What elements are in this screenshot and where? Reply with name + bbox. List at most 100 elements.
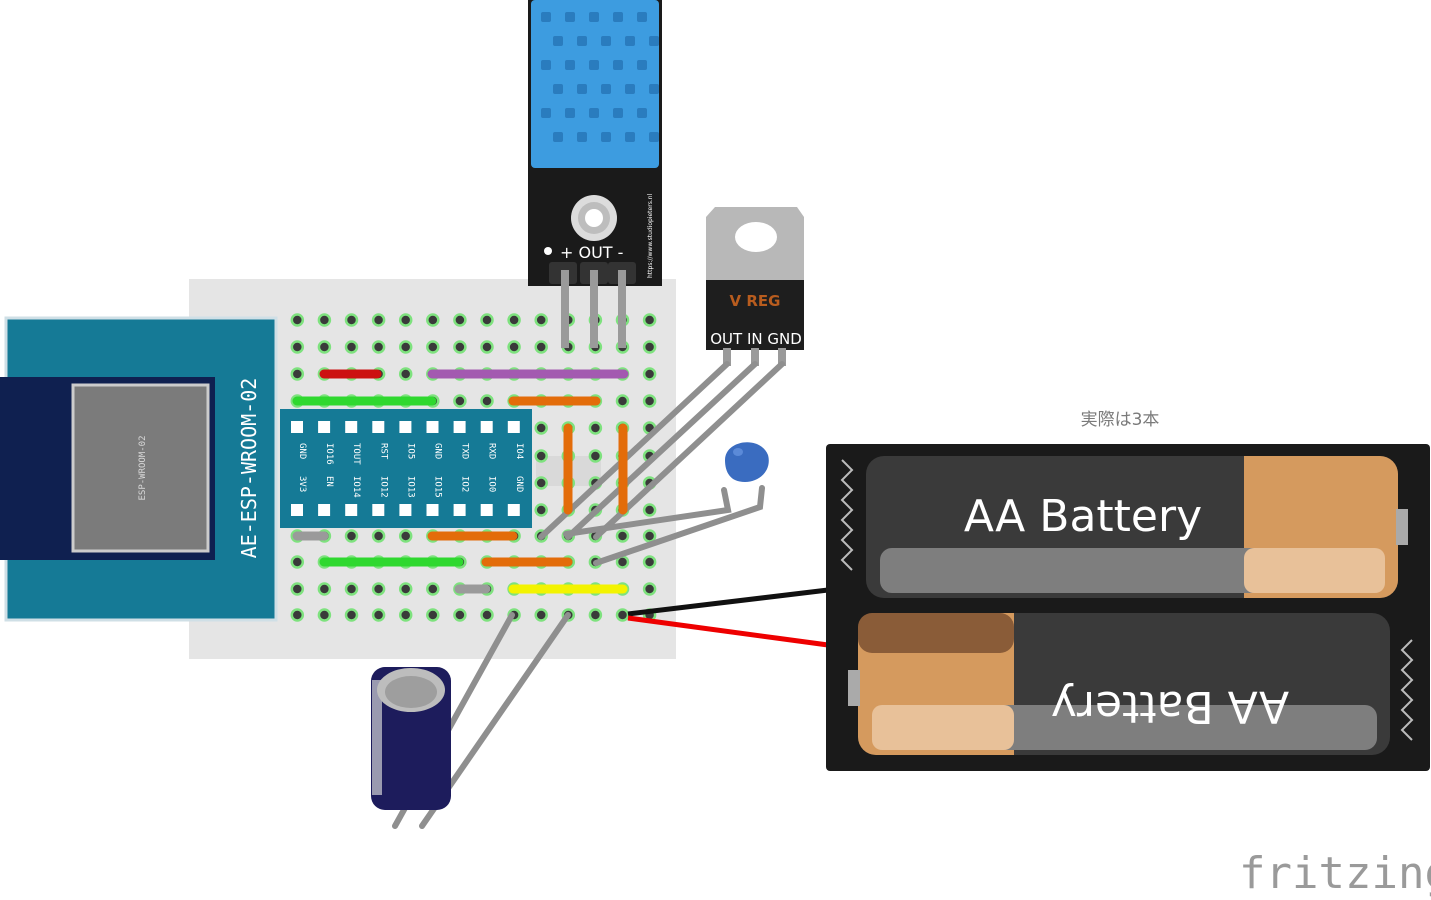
ceramic-leg-wire (563, 487, 732, 537)
voltage-regulator: V REG OUT IN GND (706, 207, 804, 366)
dht-grille-slot (625, 132, 635, 142)
breadboard-hole (290, 555, 305, 569)
breadboard-hole (642, 503, 657, 517)
vreg-leg (778, 348, 786, 366)
dht-mount-hole-center (585, 209, 603, 227)
breadboard-hole (453, 340, 467, 354)
esp-pin-pad (399, 504, 412, 516)
vreg-leg (751, 348, 759, 366)
breadboard-hole (398, 529, 413, 543)
breadboard-hole (642, 529, 657, 543)
breadboard-hole (615, 608, 630, 622)
dht-grille-slot (553, 36, 563, 46)
dht-leg (561, 270, 569, 348)
breadboard-hole (534, 608, 548, 622)
breadboard-hole (642, 367, 657, 381)
esp-pin-label-bottom: IO14 (351, 476, 361, 498)
breadboard-hole (344, 582, 359, 596)
esp-pin-label-top: GND (297, 443, 307, 459)
breadboard-hole (344, 340, 359, 354)
dht-grille-slot (541, 60, 551, 70)
esp-pin-label-bottom: 3V3 (297, 476, 307, 492)
breadboard-hole (453, 608, 467, 622)
breadboard-hole (426, 313, 440, 327)
dht-grille-slot (637, 60, 647, 70)
esp-pin-pad (291, 504, 303, 516)
esp-pin-label-bottom: IO12 (378, 476, 388, 498)
esp-pin-label-bottom: IO13 (405, 476, 415, 498)
breadboard-hole (534, 340, 548, 354)
esp-pin-label-bottom: IO2 (460, 476, 470, 492)
breadboard-hole (642, 394, 657, 408)
esp-pin-label-top: TOUT (351, 443, 361, 465)
breadboard-hole (642, 555, 657, 569)
dht-body (531, 0, 659, 168)
breadboard-hole (317, 608, 332, 622)
battery-2-terminal (848, 670, 860, 706)
breadboard-hole (480, 340, 494, 354)
breadboard-hole (290, 582, 305, 596)
vreg-pin-labels: OUT IN GND (710, 330, 802, 348)
esp-pin-pad (345, 504, 358, 516)
dht-grille-slot (613, 12, 623, 22)
breadboard-hole (453, 313, 467, 327)
dht-grille-slot (541, 12, 551, 22)
esp-pin-pad (318, 504, 331, 516)
dht-grille-slot (589, 108, 599, 118)
esp-pin-pad (426, 504, 439, 516)
battery-1-terminal (1396, 509, 1408, 545)
breadboard-hole (398, 608, 413, 622)
dht-grille-slot (625, 36, 635, 46)
breadboard-hole (398, 340, 413, 354)
dht-grille-slot (649, 36, 659, 46)
breadboard-hole (398, 313, 413, 327)
dht-leg (618, 270, 626, 348)
dht-grille-slot (553, 84, 563, 94)
breadboard-hole (453, 394, 467, 408)
dht-grille-slot (601, 132, 611, 142)
breadboard-hole (642, 582, 657, 596)
ceramic-capacitor-highlight (733, 448, 743, 456)
dht-grille-slot (553, 132, 563, 142)
dht-grille-slot (541, 108, 551, 118)
dht-grille-slot (589, 60, 599, 70)
esp-pin-pad (507, 421, 520, 433)
breadboard-hole (371, 608, 386, 622)
dht-grille-slot (649, 84, 659, 94)
esp-pin-pad (507, 504, 520, 516)
esp-pin-label-bottom: IO0 (487, 476, 497, 492)
dht-grille-slot (565, 12, 575, 22)
battery-spring-left (840, 459, 854, 571)
dht-grille (541, 12, 659, 142)
battery-holder: AA Battery AA Battery (627, 444, 1430, 771)
breadboard-hole (290, 340, 305, 354)
ceramic-leg-wire (593, 485, 765, 566)
battery-wire-red (627, 615, 829, 648)
breadboard-hole (588, 421, 603, 435)
breadboard-hole (317, 340, 332, 354)
breadboard-hole (290, 608, 305, 622)
battery-2: AA Battery (848, 613, 1390, 755)
electrolytic-top-inner (385, 676, 437, 708)
esp-pin-pad (372, 504, 385, 516)
ceramic-capacitor (725, 442, 769, 482)
vreg-body (706, 280, 804, 350)
dht-leg (590, 270, 598, 348)
breadboard-hole (588, 449, 603, 463)
battery-1-cap-highlight (1244, 548, 1385, 593)
breadboard-hole (534, 449, 548, 463)
esp-pin-pad (399, 421, 412, 433)
breadboard-hole (507, 313, 521, 327)
battery-note: 実際は3本 (1081, 410, 1160, 430)
dht-grille-slot (625, 84, 635, 94)
ceramic-capacitor-body (725, 442, 769, 482)
esp-pin-label-bottom: EN (324, 476, 334, 487)
vreg-label: V REG (730, 292, 781, 310)
esp-pin-pad (453, 504, 466, 516)
breadboard-hole (398, 367, 413, 381)
breadboard-hole (371, 313, 386, 327)
breadboard-hole (507, 340, 521, 354)
dht-grille-slot (601, 36, 611, 46)
